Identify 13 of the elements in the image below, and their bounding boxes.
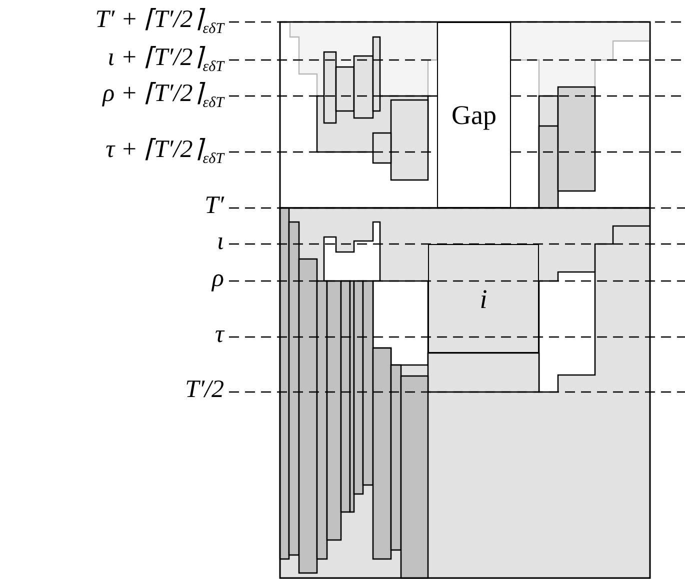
level-label: ρ — [212, 266, 224, 292]
item-rectangle — [428, 244, 539, 353]
gap-column — [437, 22, 511, 208]
node-label: i — [480, 284, 488, 314]
level-label: T′ — [204, 193, 224, 219]
level-label: T′ + ⌈T′/2⌉$_{εδT}$ — [95, 7, 224, 39]
level-label: T′/2 — [185, 377, 224, 403]
level-label: ι + ⌈T′/2⌉$_{εδT}$ — [108, 45, 224, 77]
level-label: τ — [215, 322, 224, 348]
node-label: Gap — [452, 100, 496, 130]
level-label: ρ + ⌈T′/2⌉$_{εδT}$ — [102, 81, 224, 113]
level-label: τ + ⌈T′/2⌉$_{εδT}$ — [106, 137, 224, 169]
level-label: ι — [217, 229, 224, 255]
